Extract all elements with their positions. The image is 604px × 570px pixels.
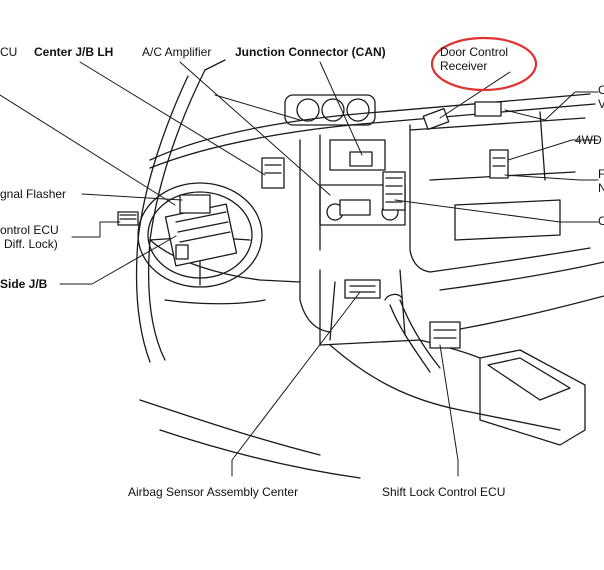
leader-airbag-sensor: [231, 291, 361, 477]
label-junction-connector: Junction Connector (CAN): [235, 45, 386, 59]
label-side-jb: Side J/B: [0, 277, 48, 291]
leader-signal-flasher: [81, 193, 183, 201]
left-components: [117, 157, 285, 267]
door-control-highlight-ellipse: [430, 36, 538, 92]
label-center-jb-lh: Center J/B LH: [34, 45, 114, 59]
leader-junction-connector: [319, 61, 363, 156]
label-door-control-line1: Door Control: [440, 45, 509, 59]
label-right-c2: C: [598, 214, 604, 228]
leader-center-jb-lh: [79, 61, 266, 176]
label-right-v: V: [598, 97, 604, 111]
leader-lines: [0, 61, 599, 477]
leader-right-4wd: [507, 139, 599, 161]
leader-vent-module: [214, 94, 301, 121]
label-right-c1: C: [598, 83, 604, 97]
label-signal-flasher: gnal Flasher: [0, 187, 67, 201]
leader-ecu-cut: [0, 94, 176, 206]
leader-shift-lock: [439, 344, 459, 477]
label-door-control-line2: Receiver: [440, 59, 488, 73]
leader-right-c1: [504, 91, 599, 121]
leader-control-ecu: [71, 221, 121, 238]
door-control-receiver-part: [422, 101, 509, 179]
label-ecu-cut: CU: [0, 45, 18, 59]
label-shift-lock: Shift Lock Control ECU: [382, 485, 506, 499]
leader-ac-amplifier: [179, 61, 331, 196]
label-right-n: N: [598, 181, 604, 195]
leader-right-c2: [394, 199, 599, 223]
label-right-f: F: [598, 167, 604, 181]
label-ac-amplifier: A/C Amplifier: [142, 45, 212, 59]
label-control-ecu-line2: Diff. Lock): [4, 237, 58, 251]
leader-door-control: [439, 71, 511, 119]
label-airbag-sensor: Airbag Sensor Assembly Center: [128, 485, 299, 499]
label-control-ecu-line1: ontrol ECU: [0, 223, 59, 237]
leader-right-f: [504, 174, 599, 181]
center-console: [139, 269, 586, 479]
leader-side-jb: [59, 235, 177, 285]
label-right-4wd: 4WD: [575, 133, 602, 147]
